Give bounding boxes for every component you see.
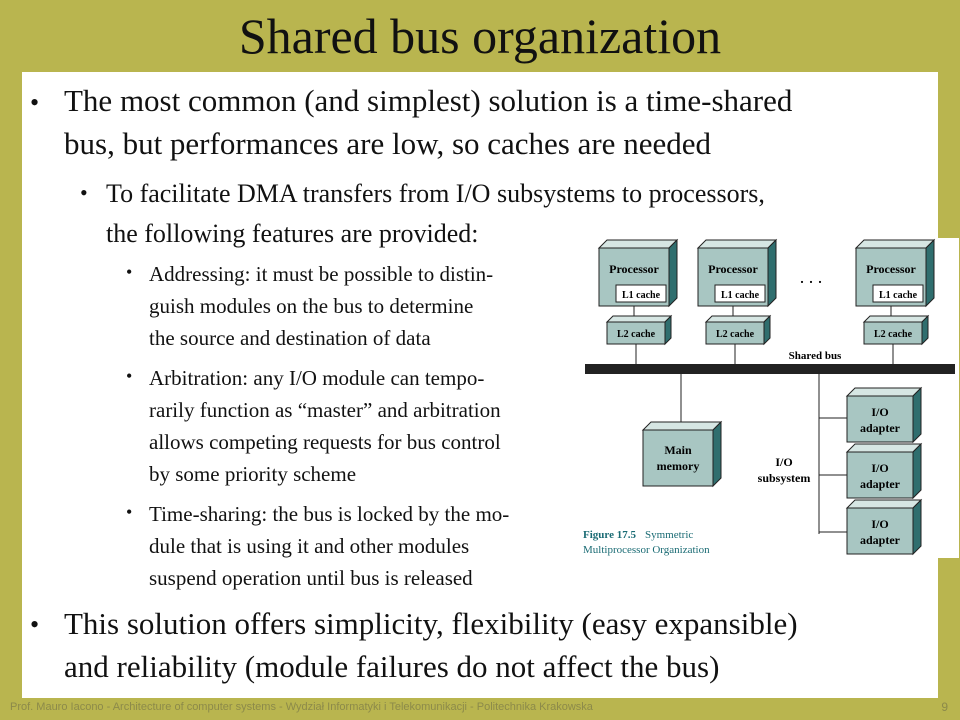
adapter-label: adapter [860,421,901,435]
io-adapter-1: I/O adapter [845,386,923,444]
l2-cache-label: L2 cache [716,329,755,340]
time-sharing-line-3: suspend operation until bus is released [149,566,473,590]
caption-title: Symmetric [645,529,693,541]
addressing-line-2: guish modules on the bus to determine [149,294,474,318]
adapter-label: adapter [860,477,901,491]
ellipsis: . . . [800,267,823,287]
bullet-1-line-2: bus, but performances are low, so caches… [64,126,711,161]
l1-cache-label: L1 cache [721,290,760,301]
smp-diagram-svg: Processor L1 cache L2 cache Processor L1… [583,238,955,556]
time-sharing-line-1: Time-sharing: the bus is locked by the m… [149,502,510,526]
bullet-2-line-1: To facilitate DMA transfers from I/O sub… [106,179,765,208]
shared-bus [585,364,955,374]
io-label: I/O [871,405,888,419]
footer-text: Prof. Mauro Iacono - Architecture of com… [10,701,593,713]
processor-label: Processor [708,262,758,276]
io-label: I/O [871,461,888,475]
caption-figure-number: Figure 17.5 [583,529,636,541]
main-memory: Main memory [641,374,723,488]
addressing-line-1: Addressing: it must be possible to disti… [149,262,494,286]
io-label: I/O [871,517,888,531]
bullet-dot: • [126,502,133,522]
arbitration-line-4: by some priority scheme [149,462,357,486]
io-subsystem-label-2: subsystem [758,471,811,485]
time-sharing-line-2: dule that is using it and other modules [149,534,470,558]
processor-label: Processor [866,262,916,276]
processor-2: Processor L1 cache L2 cache [696,238,778,364]
bullet-dot: • [30,88,40,117]
bullet-dot: • [126,366,133,386]
bullet-4-line-2: and reliability (module failures do not … [64,649,720,684]
arbitration-line-2: rarily function as “master” and arbitrat… [149,398,501,422]
adapter-label: adapter [860,533,901,547]
arbitration-line-3: allows competing requests for bus contro… [149,430,501,454]
addressing-line-3: the source and destination of data [149,326,431,350]
processor-label: Processor [609,262,659,276]
l1-cache-label: L1 cache [622,290,661,301]
caption-line-2: Multiprocessor Organization [583,544,710,556]
io-adapter-3: I/O adapter [845,498,923,556]
bullet-dot: • [30,610,40,639]
io-adapter-2: I/O adapter [845,442,923,500]
io-subsystem-label-1: I/O [775,455,792,469]
smp-diagram: Processor L1 cache L2 cache Processor L1… [579,238,959,558]
bullet-4-line-1: This solution offers simplicity, flexibi… [64,606,798,641]
bullet-1-line-1: The most common (and simplest) solution … [64,83,793,118]
processor-1: Processor L1 cache L2 cache [597,238,679,364]
slide-title: Shared bus organization [238,8,722,64]
l2-cache-label: L2 cache [617,329,656,340]
arbitration-line-1: Arbitration: any I/O module can tempo- [149,366,485,390]
main-memory-label-1: Main [664,443,692,457]
processor-3: Processor L1 cache L2 cache [854,238,936,364]
page-number: 9 [941,700,948,714]
bullet-dot: • [80,180,88,205]
bullet-2-line-2: the following features are provided: [106,219,479,248]
main-memory-label-2: memory [657,459,700,473]
shared-bus-label: Shared bus [789,350,842,362]
l2-cache-label: L2 cache [874,329,913,340]
bullet-dot: • [126,262,133,282]
l1-cache-label: L1 cache [879,290,918,301]
